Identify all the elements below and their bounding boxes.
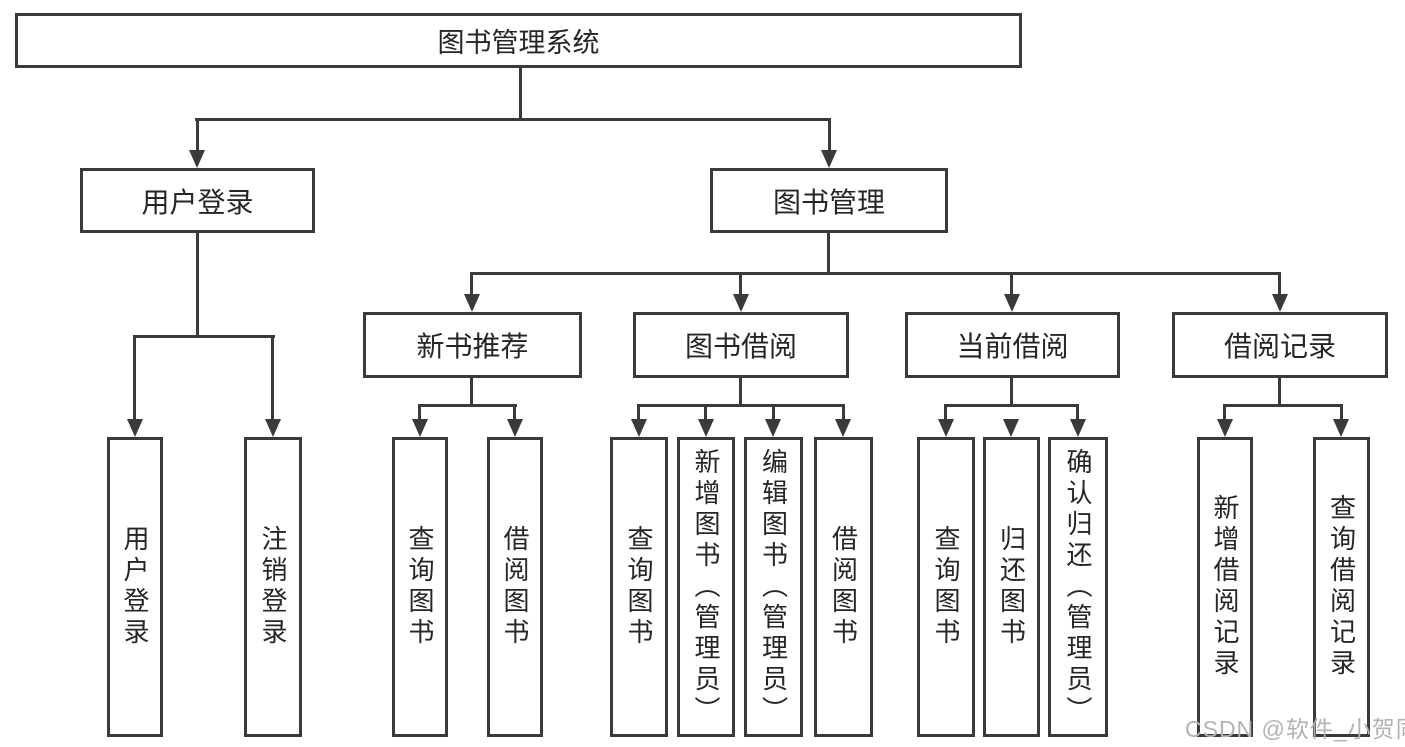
node-label: 查询图书 [624,525,654,649]
node-leaf-borrow-book-recommend: 借阅图书 [487,437,543,737]
connector-line [842,404,845,422]
node-label: 新增图书（管理员） [691,447,721,727]
node-leaf-query-book-recommend: 查询图书 [392,437,448,737]
arrowhead-icon [631,419,647,437]
connector-line [470,272,1281,275]
arrowhead-icon [1070,419,1086,437]
arrowhead-icon [835,419,851,437]
node-label: 用户登录 [141,186,254,218]
arrowhead-icon [698,419,714,437]
arrowhead-icon [265,419,281,437]
connector-line [1223,404,1226,422]
connector-line [1278,378,1281,407]
connector-line [1010,272,1013,298]
arrowhead-icon [1003,419,1019,437]
arrowhead-icon [1217,419,1233,437]
node-label: 确认归还（管理员） [1063,447,1093,727]
arrowhead-icon [464,294,480,312]
node-library-system: 图书管理系统 [15,13,1022,68]
csdn-watermark: CSDN @软件_小贺同学 [1185,716,1405,742]
node-label: 查询借阅记录 [1326,494,1357,680]
connector-line [418,404,421,422]
connector-line [519,66,522,118]
connector-line [772,404,775,422]
node-user-login: 用户登录 [80,168,315,233]
node-leaf-query-book-current: 查询图书 [917,437,975,737]
node-label: 图书管理系统 [437,28,600,58]
node-label: 新增借阅记录 [1210,494,1240,680]
connector-line [637,404,640,422]
arrowhead-icon [189,150,205,168]
node-label: 图书管理 [772,186,885,218]
node-borrowing-records: 借阅记录 [1172,312,1388,378]
arrowhead-icon [765,419,781,437]
node-label: 借阅图书 [828,525,859,649]
node-book-borrowing: 图书借阅 [633,312,849,378]
node-leaf-return-book: 归还图书 [983,437,1040,737]
connector-line [1278,272,1281,298]
node-leaf-borrow-book-borrowing: 借阅图书 [814,437,873,737]
connector-line [196,233,199,337]
connector-line [1223,404,1343,407]
node-current-borrowing: 当前借阅 [905,312,1120,378]
node-label: 查询图书 [405,525,435,649]
node-label: 借阅图书 [500,525,530,649]
connector-line [133,335,136,423]
connector-line [513,404,516,422]
arrowhead-icon [412,419,428,437]
connector-line [470,378,473,407]
node-leaf-edit-book-admin: 编辑图书（管理员） [744,437,803,737]
arrowhead-icon [938,419,954,437]
connector-line [827,233,830,275]
node-leaf-confirm-return-admin: 确认归还（管理员） [1048,437,1108,737]
connector-line [418,404,517,407]
node-label: 图书借阅 [684,331,797,362]
connector-line [1076,404,1079,422]
connector-line [195,118,831,121]
node-leaf-query-borrow-record: 查询借阅记录 [1313,437,1370,737]
connector-line [944,404,947,422]
arrowhead-icon [1272,294,1288,312]
connector-line [133,335,275,338]
connector-line [944,404,1079,407]
node-leaf-add-book-admin: 新增图书（管理员） [677,437,735,737]
node-label: 归还图书 [996,525,1027,649]
node-leaf-add-borrow-record: 新增借阅记录 [1197,437,1253,737]
arrowhead-icon [821,150,837,168]
arrowhead-icon [1333,419,1349,437]
connector-line [196,118,199,154]
node-label: 注销登录 [258,525,288,649]
node-book-management: 图书管理 [710,168,948,233]
connector-line [739,272,742,298]
connector-line [739,378,742,407]
connector-line [470,272,473,298]
connector-line [271,335,274,423]
node-label: 当前借阅 [956,331,1069,362]
node-label: 新书推荐 [416,331,529,362]
arrowhead-icon [127,419,143,437]
connector-line [704,404,707,422]
arrowhead-icon [507,419,523,437]
node-label: 查询图书 [931,525,961,649]
node-label: 用户登录 [120,525,150,649]
node-label: 编辑图书（管理员） [758,447,789,727]
node-leaf-query-book-borrowing: 查询图书 [610,437,668,737]
node-new-book-recommend: 新书推荐 [363,312,582,378]
node-leaf-logout: 注销登录 [244,437,302,737]
connector-line [828,118,831,154]
connector-line [1010,378,1013,407]
connector-line [637,404,845,407]
connector-line [1340,404,1343,422]
node-leaf-user-login: 用户登录 [107,437,163,737]
node-label: 借阅记录 [1223,331,1336,362]
arrowhead-icon [733,294,749,312]
arrowhead-icon [1004,294,1020,312]
